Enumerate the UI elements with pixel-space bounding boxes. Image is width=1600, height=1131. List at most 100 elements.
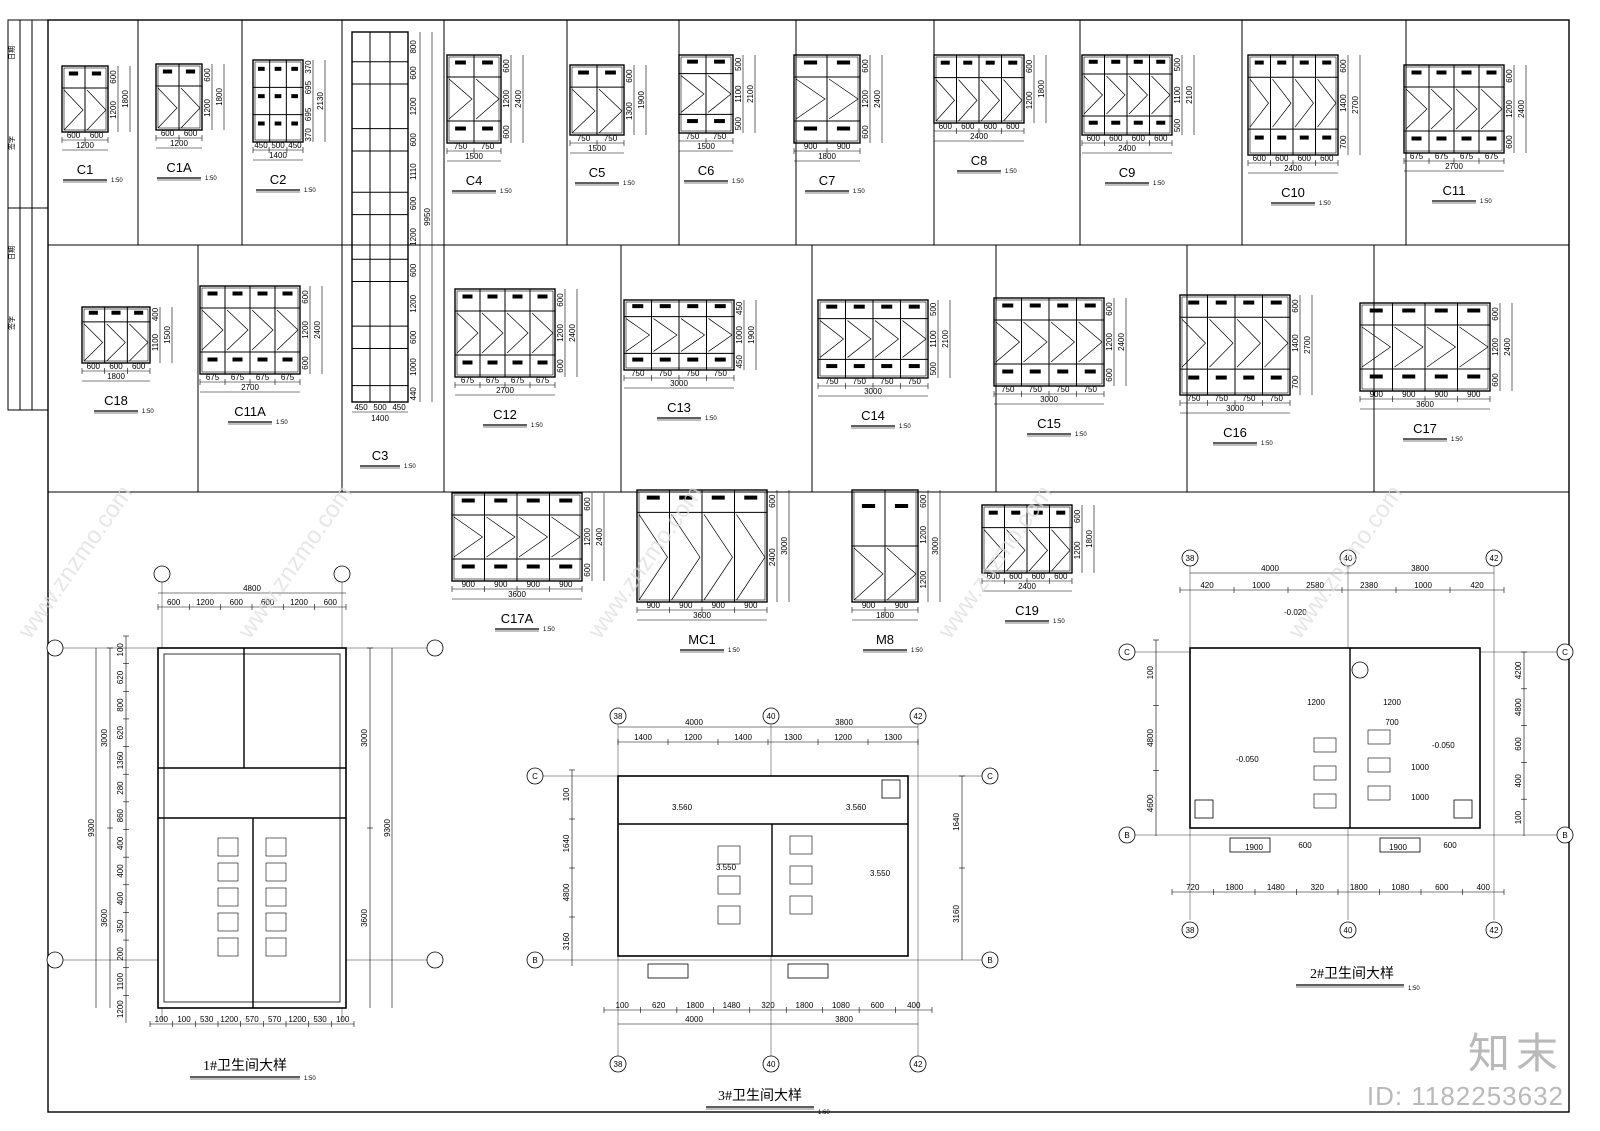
width-dim: 600 xyxy=(184,129,198,138)
height-total: 1800 xyxy=(1085,530,1094,548)
plan-dim: 600 xyxy=(1514,737,1523,751)
height-dim: 2400 xyxy=(768,548,777,566)
height-dim: 1200 xyxy=(556,324,565,342)
height-dim: 600 xyxy=(1025,59,1034,73)
width-dim: 900 xyxy=(804,142,818,151)
axis-bubble xyxy=(909,1055,927,1073)
width-dim: 900 xyxy=(494,580,508,589)
scale-text: 1:50 xyxy=(531,423,543,429)
height-dim: 370 xyxy=(304,60,313,74)
width-dim: 600 xyxy=(90,131,104,140)
height-dim: 1200 xyxy=(1105,333,1114,351)
axis-bubble xyxy=(526,767,544,785)
axis-label: 40 xyxy=(767,712,776,721)
height-total: 1900 xyxy=(637,91,646,109)
width-total: 1400 xyxy=(371,414,389,423)
axis-bubble xyxy=(1181,549,1199,567)
height-dim: 1200 xyxy=(1073,541,1082,559)
height-dim: 600 xyxy=(1505,135,1514,149)
plan-dim: 100 xyxy=(616,1001,630,1010)
scale-text: 1:50 xyxy=(1153,181,1165,187)
height-total: 2400 xyxy=(568,324,577,342)
plan-dim: 1080 xyxy=(832,1001,850,1010)
height-dim: 700 xyxy=(1339,135,1348,149)
width-dim: 450 xyxy=(354,403,368,412)
plan-dim: 400 xyxy=(1514,774,1523,788)
height-total: 3000 xyxy=(931,537,940,555)
width-dim: 750 xyxy=(454,142,468,151)
height-dim: 600 xyxy=(301,290,310,304)
width-total: 2700 xyxy=(496,386,514,395)
plan-dim: 100 xyxy=(336,1015,350,1024)
height-dim: 600 xyxy=(583,563,592,577)
scale-text: 1:50 xyxy=(853,189,865,195)
plan-dim: 530 xyxy=(200,1015,214,1024)
plan-dim: 3600 xyxy=(360,909,369,927)
width-dim: 750 xyxy=(1187,394,1201,403)
axis-label: 40 xyxy=(767,1060,776,1069)
plan-dim-total: 4000 xyxy=(685,1015,703,1024)
scale-text: 1:50 xyxy=(1261,441,1273,447)
width-total: 1500 xyxy=(465,152,483,161)
width-dim: 900 xyxy=(837,142,851,151)
level-text: -0.050 xyxy=(1236,755,1259,764)
axis-bubble xyxy=(1118,643,1136,661)
svg-text:www.znzmo.com: www.znzmo.com xyxy=(582,480,708,644)
width-dim: 675 xyxy=(461,376,475,385)
height-dim: 1200 xyxy=(109,101,118,119)
plan-dim: 3160 xyxy=(562,932,571,950)
window-label: C7 xyxy=(819,173,836,188)
height-dim: 600 xyxy=(1073,509,1082,523)
height-total: 2100 xyxy=(941,330,950,348)
height-dim: 1200 xyxy=(1491,338,1500,356)
width-total: 3000 xyxy=(1226,404,1244,413)
height-dim: 600 xyxy=(861,125,870,139)
width-dim: 750 xyxy=(853,377,867,386)
plan-dim: 1400 xyxy=(734,733,752,742)
plan-dim: 700 xyxy=(1385,718,1399,727)
width-total: 2400 xyxy=(1118,144,1136,153)
height-dim: 1100 xyxy=(734,85,743,103)
scale-text: 1:50 xyxy=(1005,169,1017,175)
plan-dim: 3000 xyxy=(360,729,369,747)
svg-text:日期: 日期 xyxy=(8,246,16,260)
height-total: 1800 xyxy=(215,88,224,106)
plan-dim: 280 xyxy=(116,781,125,795)
plan-dim: 570 xyxy=(268,1015,282,1024)
width-dim: 600 xyxy=(109,362,123,371)
height-dim: 1400 xyxy=(1291,334,1300,352)
width-dim: 900 xyxy=(1467,390,1481,399)
scale-text: 1:50 xyxy=(142,409,154,415)
height-dim: 1110 xyxy=(409,163,418,180)
axis-bubble xyxy=(46,639,64,657)
width-dim: 600 xyxy=(1275,154,1289,163)
axis-label: C xyxy=(1562,648,1568,657)
plan-dim: 1300 xyxy=(884,733,902,742)
window-label: C10 xyxy=(1281,185,1305,200)
plan-dim: 720 xyxy=(1186,883,1200,892)
plan-dim: 1000 xyxy=(1252,581,1270,590)
height-dim: 600 xyxy=(1291,299,1300,313)
height-dim: 600 xyxy=(861,59,870,73)
height-dim: 1200 xyxy=(919,570,928,588)
height-dim: 600 xyxy=(1105,302,1114,316)
height-dim: 600 xyxy=(301,356,310,370)
window-label: C15 xyxy=(1037,416,1061,431)
plan-dim-total: 3800 xyxy=(835,718,853,727)
window-label: C12 xyxy=(493,407,517,422)
width-dim: 900 xyxy=(1402,390,1416,399)
height-dim: 1200 xyxy=(1025,91,1034,109)
height-dim: 600 xyxy=(1105,368,1114,382)
width-dim: 600 xyxy=(984,122,998,131)
plan-dim: 1200 xyxy=(290,598,308,607)
width-dim: 500 xyxy=(271,141,285,150)
plan-dim-total: 4000 xyxy=(685,718,703,727)
width-dim: 600 xyxy=(1253,154,1267,163)
scale-text: 1:50 xyxy=(1480,199,1492,205)
